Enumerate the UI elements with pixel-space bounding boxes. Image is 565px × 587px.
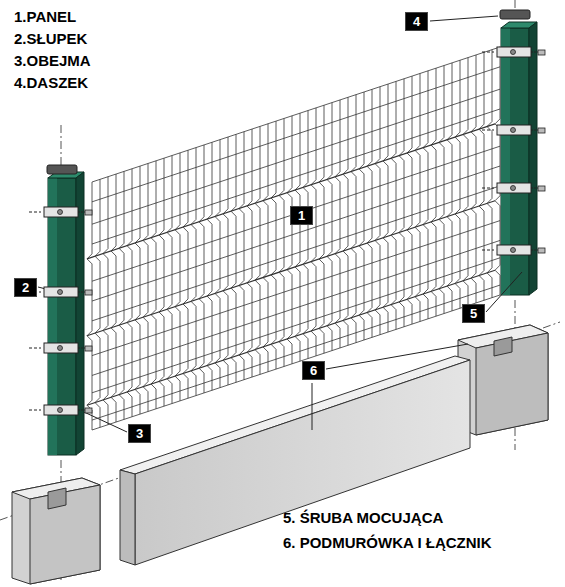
concrete-connector-right — [458, 325, 548, 435]
callout-number: 4 — [413, 15, 420, 29]
clamp — [29, 47, 545, 415]
part-label: 3.OBEJMA — [14, 52, 91, 70]
callout-box: 6 — [302, 361, 325, 380]
concrete-plinth — [120, 356, 470, 565]
callout-box: 3 — [128, 424, 151, 443]
callout-number: 6 — [310, 364, 317, 378]
part-label: 2.SŁUPEK — [14, 30, 87, 48]
part-label: 6. PODMURÓWKA I ŁĄCZNIK — [283, 534, 492, 552]
callout-box: 5 — [462, 304, 485, 323]
callout-box: 2 — [14, 278, 37, 297]
part-label: 4.DASZEK — [14, 74, 88, 92]
callout-box: 1 — [290, 206, 313, 225]
part-label: 5. ŚRUBA MOCUJĄCA — [283, 509, 443, 527]
callout-number: 2 — [22, 281, 29, 295]
callout-number: 3 — [136, 427, 143, 441]
leader-line — [38, 16, 522, 432]
part-label: 1.PANEL — [14, 8, 76, 26]
concrete-connector-left — [12, 478, 100, 584]
callout-box: 4 — [405, 12, 428, 31]
callout-number: 5 — [470, 307, 477, 321]
panel-mesh — [87, 47, 500, 430]
callout-number: 1 — [298, 209, 305, 223]
